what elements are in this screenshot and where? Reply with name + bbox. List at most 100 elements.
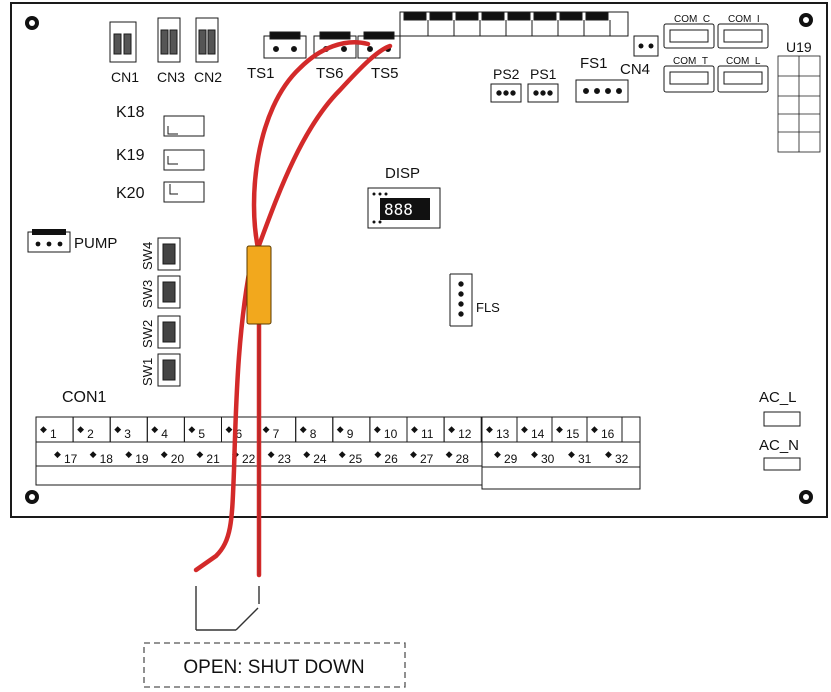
terminal-number: 1: [50, 427, 57, 441]
terminal-row-top-right: ◆13◆14◆15◆16: [481, 416, 623, 443]
cn-connectors: [109, 17, 219, 63]
terminal-number: 21: [206, 452, 220, 466]
pump-label: PUMP: [74, 235, 117, 252]
ts5-label: TS5: [371, 65, 399, 82]
svg-text:888: 888: [384, 200, 413, 219]
sw-switches: [157, 237, 181, 387]
terminal-dot: ◆: [125, 449, 132, 459]
fls-label: FLS: [476, 300, 500, 315]
terminal-dot: ◆: [531, 449, 538, 459]
terminal-number: 32: [615, 452, 629, 466]
terminal-dot: ◆: [114, 424, 121, 434]
ac-n-terminal: [763, 457, 801, 471]
terminal-number: 23: [278, 452, 292, 466]
terminal-number: 25: [349, 452, 363, 466]
terminal-row-bottom-right: ◆29◆30◆31◆32: [494, 449, 629, 466]
terminal-cell: [586, 416, 623, 443]
terminal-dot: ◆: [303, 449, 310, 459]
cn2-label: CN2: [194, 69, 222, 85]
u19-block: [777, 55, 821, 153]
terminal-number: 26: [384, 452, 398, 466]
terminal-number: 31: [578, 452, 592, 466]
terminal-number: 29: [504, 452, 518, 466]
ts1-label: TS1: [247, 65, 275, 82]
com-l-label: COM_L: [726, 56, 761, 67]
terminal-dot: ◆: [605, 449, 612, 459]
terminal-row-top: ◆1◆2◆3◆4◆5◆6◆7◆8◆9◆10◆11◆12: [35, 416, 482, 443]
terminal-number: 9: [347, 427, 354, 441]
terminal-number: 10: [384, 427, 398, 441]
terminal-number: 14: [531, 427, 545, 441]
terminal-dot: ◆: [411, 424, 418, 434]
ts6-label: TS6: [316, 65, 344, 82]
terminal-dot: ◆: [77, 424, 84, 434]
terminal-dot: ◆: [54, 449, 61, 459]
terminal-dot: ◆: [448, 424, 455, 434]
com-t-label: COM_T: [673, 56, 708, 67]
mounting-holes: [25, 13, 813, 504]
note-box: [143, 642, 406, 688]
k18-label: K18: [116, 104, 145, 121]
terminal-dot: ◆: [521, 424, 528, 434]
u19-label: U19: [786, 39, 812, 55]
ps2-label: PS2: [493, 66, 520, 82]
com-ports: [663, 23, 769, 93]
terminal-dot: ◆: [374, 424, 381, 434]
terminal-number: 2: [87, 427, 94, 441]
terminal-number: 16: [601, 427, 615, 441]
k19-label: K19: [116, 147, 145, 164]
con1-label: CON1: [62, 389, 107, 406]
terminal-dot: ◆: [410, 449, 417, 459]
terminal-cell: [443, 416, 482, 443]
terminal-dot: ◆: [568, 449, 575, 459]
terminal-dot: ◆: [161, 449, 168, 459]
terminal-number: 7: [273, 427, 280, 441]
terminal-dot: ◆: [188, 424, 195, 434]
terminal-number: 8: [310, 427, 317, 441]
switch-note: OPEN: SHUT DOWN: [183, 657, 364, 678]
ac-l-terminal: [763, 411, 801, 427]
k20-label: K20: [116, 185, 145, 202]
fs1-label: FS1: [580, 55, 608, 72]
top-header-strip: [399, 11, 629, 37]
terminal-number: 24: [313, 452, 327, 466]
terminal-dot: ◆: [446, 449, 453, 459]
terminal-dot: ◆: [339, 449, 346, 459]
terminal-number: 5: [198, 427, 205, 441]
terminal-dot: ◆: [90, 449, 97, 459]
terminal-dot: ◆: [268, 449, 275, 459]
terminal-number: 6: [236, 427, 243, 441]
terminal-number: 13: [496, 427, 510, 441]
pump-connector: [27, 229, 71, 253]
terminal-dot: ◆: [151, 424, 158, 434]
ac-n-label: AC_N: [759, 437, 799, 454]
cn4-label: CN4: [620, 61, 650, 78]
terminal-number: 18: [100, 452, 114, 466]
sw4-label: SW4: [140, 242, 155, 270]
ac-l-label: AC_L: [759, 389, 797, 406]
com-i-label: COM_I: [728, 14, 760, 25]
terminal-row-bottom: ◆17◆18◆19◆20◆21◆22◆23◆24◆25◆26◆27◆28: [54, 449, 469, 466]
terminal-dot: ◆: [40, 424, 47, 434]
sw1-label: SW1: [140, 358, 155, 386]
terminal-dot: ◆: [486, 424, 493, 434]
terminal-dot: ◆: [196, 449, 203, 459]
disp-label: DISP: [385, 165, 420, 182]
terminal-dot: ◆: [556, 424, 563, 434]
terminal-number: 11: [421, 427, 434, 441]
cn3-label: CN3: [157, 69, 185, 85]
terminal-dot: ◆: [494, 449, 501, 459]
terminal-number: 17: [64, 452, 78, 466]
external-switch-symbol: [195, 586, 260, 631]
ps-fs-connectors: [490, 79, 629, 103]
fls-connector: [449, 273, 473, 327]
terminal-dot: ◆: [263, 424, 270, 434]
sw2-label: SW2: [140, 320, 155, 348]
terminal-number: 20: [171, 452, 185, 466]
terminal-dot: ◆: [226, 424, 233, 434]
terminal-number: 15: [566, 427, 580, 441]
relays: [163, 115, 205, 203]
terminal-dot: ◆: [374, 449, 381, 459]
cn1-label: CN1: [111, 69, 139, 85]
